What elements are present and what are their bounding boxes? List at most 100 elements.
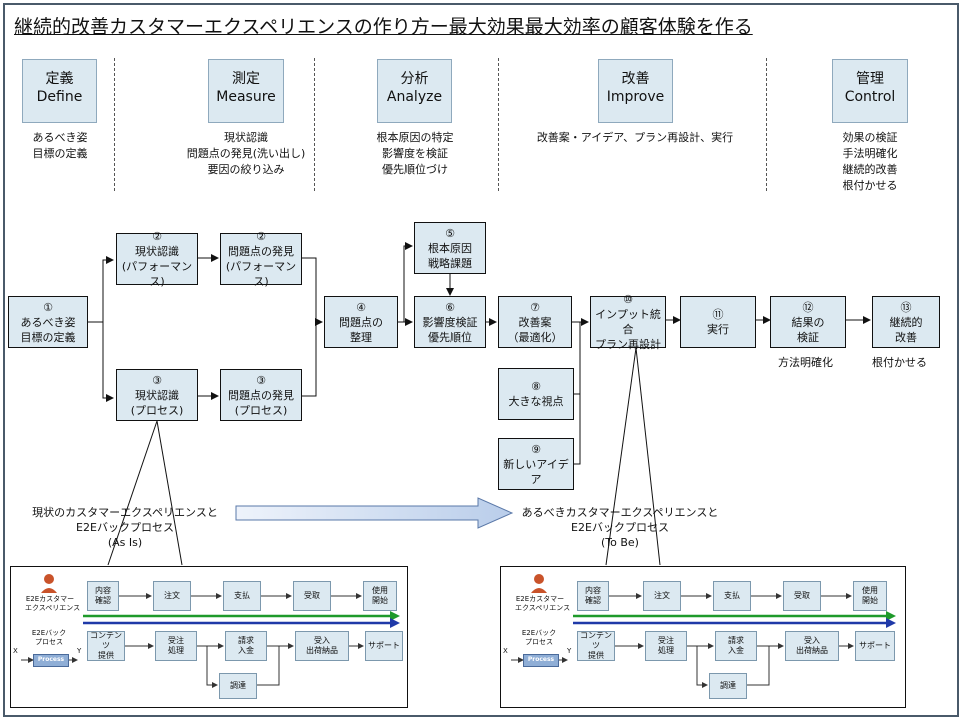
step-label: プラン再設計 <box>595 338 661 351</box>
box-text: 受取 <box>794 591 810 600</box>
note-step-13: 根付かせる <box>872 356 927 369</box>
cx-box-3: 支払 <box>713 581 751 611</box>
asis-panel: E2Eカスタマー エクスペリエンス E2Eバック プロセス X Y Proces… <box>10 566 408 708</box>
box-text: 提供 <box>588 651 604 660</box>
desc-line: 改善案・アイデア、プラン再設計、実行 <box>536 131 734 144</box>
box-text: 注文 <box>164 591 180 600</box>
phase-improve: 改善 Improve <box>598 59 673 123</box>
box-text: 受取 <box>304 591 320 600</box>
box-text: 受注 <box>168 636 184 645</box>
y-label: Y <box>77 647 82 655</box>
asis-caption: 現状のカスタマーエクスペリエンスと E2Eバックプロセス (As Is) <box>20 505 230 550</box>
bp-box-2: 受注 処理 <box>645 631 687 661</box>
step-2a-box: ② 現状認識 (パフォーマンス) <box>116 230 198 288</box>
back-process-label: E2Eバック プロセス <box>29 629 69 647</box>
desc-line: 継続的改善 <box>842 163 898 176</box>
box-text: 受入 <box>804 636 820 645</box>
step-label: 改善案 <box>518 315 552 329</box>
step-6-box: ⑥ 影響度検証 優先順位 <box>414 296 486 348</box>
tobe-panel: E2Eカスタマー エクスペリエンス E2Eバック プロセス X Y Proces… <box>500 566 906 708</box>
step-9-box: ⑨ 新しいアイデア <box>498 438 574 490</box>
bp-box-4: 受入 出荷納品 <box>295 631 349 661</box>
step-number: ⑨ <box>531 442 541 456</box>
phase-analyze: 分析 Analyze <box>377 59 452 123</box>
box-text: 内容 <box>585 586 601 595</box>
step-number: ③ <box>152 373 162 387</box>
panel-connectors <box>21 574 400 688</box>
desc-line: 効果の検証 <box>842 131 898 144</box>
phase-measure: 測定 Measure <box>208 59 284 123</box>
step-12-box: ⑫ 結果の 検証 <box>770 296 846 348</box>
box-text: コンテンツ <box>580 631 612 650</box>
label-line: E2Eバック <box>31 629 67 637</box>
page-title: 継続的改善カスタマーエクスペリエンスの作り方ー最大効果最大効率の顧客体験を作る <box>14 16 753 38</box>
phase-define-desc: あるべき姿 目標の定義 <box>10 130 110 162</box>
phase-control-desc: 効果の検証 手法明確化 継続的改善 根付かせる <box>810 130 930 194</box>
box-text: 使用 <box>372 586 388 595</box>
step-number: ⑧ <box>531 380 541 393</box>
step-label: 根本原因 <box>428 241 472 255</box>
tobe-caption: あるべきカスタマーエクスペリエンスと E2Eバックプロセス (To Be) <box>515 505 725 550</box>
step-label: 問題点の発見 <box>228 245 294 258</box>
bp-box-procurement: 調達 <box>219 673 257 699</box>
divider <box>314 58 315 191</box>
desc-line: 手法明確化 <box>842 147 898 160</box>
cx-box-1: 内容 確認 <box>577 581 609 611</box>
label-line: プロセス <box>35 638 63 646</box>
box-text: 開始 <box>372 596 388 605</box>
step-label: 戦略課題 <box>428 256 472 270</box>
box-text: 支払 <box>234 591 250 600</box>
step-4-box: ④ 問題点の 整理 <box>324 296 398 348</box>
phase-define: 定義 Define <box>22 59 97 123</box>
label-line: プロセス <box>525 638 553 646</box>
step-label: 大きな視点 <box>508 395 564 408</box>
bp-box-1: コンテンツ 提供 <box>577 631 615 661</box>
step-label: (パフォーマンス) <box>121 260 193 288</box>
desc-line: あるべき姿 <box>32 131 88 144</box>
step-number: ⑪ <box>712 308 724 321</box>
step-number: ⑬ <box>900 300 912 314</box>
step-label: 改善 <box>895 330 917 344</box>
box-text: 請求 <box>238 636 254 645</box>
box-text: 受注 <box>658 636 674 645</box>
bp-box-5: サポート <box>365 631 403 661</box>
step-2b-box: ② 問題点の発見 (パフォーマンス) <box>220 230 302 288</box>
box-text: 出荷納品 <box>306 646 338 655</box>
label-line: エクスペリエンス <box>25 604 81 612</box>
step-label: 新しいアイデア <box>503 457 569 486</box>
box-text: 注文 <box>654 591 670 600</box>
box-text: 提供 <box>98 651 114 660</box>
bp-box-5: サポート <box>855 631 895 661</box>
step-number: ③ <box>256 373 266 387</box>
desc-line: 根本原因の特定 <box>376 131 454 144</box>
step-8-box: ⑧ 大きな視点 <box>498 368 574 420</box>
desc-line: 目標の定義 <box>32 147 88 160</box>
step-13-box: ⑬ 継続的 改善 <box>872 296 940 348</box>
outer-frame <box>3 3 959 717</box>
step-5-box: ⑤ 根本原因 戦略課題 <box>414 222 486 274</box>
box-text: 入金 <box>238 646 254 655</box>
phase-analyze-en: Analyze <box>386 89 443 105</box>
bp-box-2: 受注 処理 <box>155 631 197 661</box>
cx-box-5: 使用 開始 <box>363 581 397 611</box>
step-3a-box: ③ 現状認識 (プロセス) <box>116 369 198 421</box>
step-label: 問題点の発見 <box>228 388 294 402</box>
caption-line: 現状のカスタマーエクスペリエンスと <box>32 506 218 519</box>
bp-box-procurement: 調達 <box>709 673 747 699</box>
desc-line: 問題点の発見(洗い出し) <box>186 147 306 160</box>
step-label: インプット統合 <box>595 308 661 336</box>
phase-analyze-desc: 根本原因の特定 影響度を検証 優先順位づけ <box>355 130 475 178</box>
label-line: E2Eバック <box>521 629 557 637</box>
step-label: (プロセス) <box>234 403 288 417</box>
phase-control: 管理 Control <box>832 59 908 123</box>
box-text: 内容 <box>95 586 111 595</box>
y-label: Y <box>567 647 572 655</box>
step-10-box: ⑩ インプット統合 プラン再設計 <box>590 293 666 351</box>
step-label: あるべき姿 <box>20 315 76 329</box>
step-number: ② <box>256 230 266 243</box>
box-text: コンテンツ <box>90 631 122 650</box>
note-step-12: 方法明確化 <box>778 356 833 369</box>
desc-line: 優先順位づけ <box>382 163 448 176</box>
bp-box-3: 請求 入金 <box>225 631 267 661</box>
phase-control-jp: 管理 <box>856 71 884 87</box>
